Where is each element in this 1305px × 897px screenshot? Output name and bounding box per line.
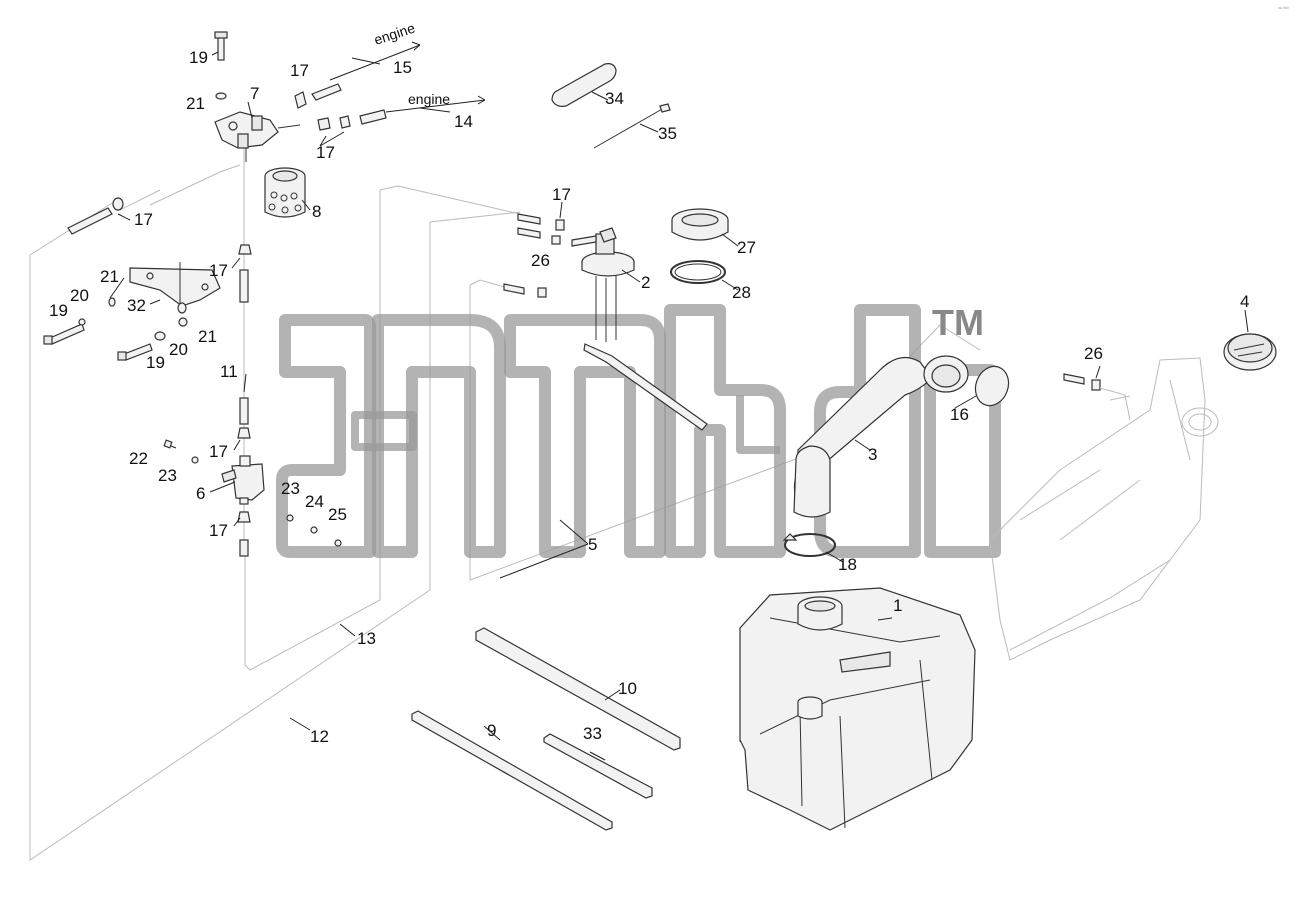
callout-11: 11 <box>220 362 238 381</box>
engine-label-top: engine <box>372 20 417 48</box>
callout-17-sender: 17 <box>552 185 571 204</box>
hose-14 <box>317 95 486 131</box>
callout-8: 8 <box>312 202 321 221</box>
callout-4: 4 <box>1240 292 1249 311</box>
callout-5: 5 <box>588 535 597 554</box>
callout-3: 3 <box>868 445 877 464</box>
callout-17-bottom: 17 <box>209 521 228 540</box>
fuel-cap-4 <box>1223 333 1277 371</box>
callout-numbers: 1 2 3 4 5 6 7 8 9 10 11 12 13 14 15 16 1… <box>49 48 1249 746</box>
callout-24: 24 <box>305 492 324 511</box>
callout-25: 25 <box>328 505 347 524</box>
nut-25 <box>334 539 342 547</box>
callout-26-left: 26 <box>531 251 550 270</box>
nut-20 <box>154 331 166 341</box>
callout-12: 12 <box>310 727 329 746</box>
callout-23-left: 23 <box>158 466 177 485</box>
callout-23-right: 23 <box>281 479 300 498</box>
callout-33: 33 <box>583 724 602 743</box>
washer-24 <box>310 526 318 534</box>
callout-19-mid: 19 <box>146 353 165 372</box>
engine-label-mid: engine <box>408 91 450 107</box>
inline-filter-6 <box>221 455 265 557</box>
callout-14: 14 <box>454 112 473 131</box>
bolt-19-top <box>214 31 228 61</box>
filler-neck-3 <box>793 355 969 518</box>
washer-21-left <box>108 297 116 307</box>
bolt-19-mid <box>117 343 153 361</box>
watermark-logo <box>276 304 1001 558</box>
fuel-line-11 <box>237 244 252 439</box>
watermark-trademark: TM <box>932 302 984 343</box>
callout-32: 32 <box>127 296 146 315</box>
callout-18: 18 <box>838 555 857 574</box>
callout-17-hose: 17 <box>134 210 153 229</box>
callout-27: 27 <box>737 238 756 257</box>
filter-element-8 <box>264 167 306 218</box>
chassis-ghost <box>989 357 1219 661</box>
nut-32 <box>177 302 187 314</box>
callout-26-right: 26 <box>1084 344 1103 363</box>
callout-21-top: 21 <box>186 94 205 113</box>
fuel-filter-head <box>214 111 301 162</box>
callout-9: 9 <box>487 721 496 740</box>
callout-20-mid: 20 <box>169 340 188 359</box>
callout-2: 2 <box>641 273 650 292</box>
cable-tie-35 <box>593 103 671 149</box>
callout-10: 10 <box>618 679 637 698</box>
hoses-upper-17 <box>517 213 597 247</box>
cap-16 <box>974 365 1010 407</box>
bolt-22 <box>163 439 177 449</box>
corner-mark: ᵃᵃ ᵇᵇᵇ <box>1278 6 1289 12</box>
fuel-tank-1 <box>739 587 976 831</box>
vent-line-upper <box>119 164 241 211</box>
hose-26-right <box>1063 373 1131 421</box>
callout-17-filter: 17 <box>316 143 335 162</box>
callout-20-left: 20 <box>70 286 89 305</box>
callout-17-inline: 17 <box>209 442 228 461</box>
callout-21-right: 21 <box>198 327 217 346</box>
callout-22: 22 <box>129 449 148 468</box>
washer-21-right <box>178 317 188 327</box>
hose-26-left <box>503 283 547 298</box>
callout-17-top: 17 <box>290 61 309 80</box>
leader-lines <box>109 51 1249 761</box>
callout-17-line: 17 <box>209 261 228 280</box>
callout-34: 34 <box>605 89 624 108</box>
fuel-line-12 <box>29 197 521 861</box>
washer-23-left <box>191 456 199 464</box>
hose-34 <box>551 63 617 107</box>
callout-15: 15 <box>393 58 412 77</box>
callout-21-left: 21 <box>100 267 119 286</box>
callout-7: 7 <box>250 84 259 103</box>
hose-clamp-18 <box>782 533 836 557</box>
washer-21-top <box>215 92 227 100</box>
callout-19-left: 19 <box>49 301 68 320</box>
callout-13: 13 <box>357 629 376 648</box>
callout-28: 28 <box>732 283 751 302</box>
callout-35: 35 <box>658 124 677 143</box>
callout-1: 1 <box>893 596 902 615</box>
hose-left-17 <box>67 197 124 235</box>
strap-9 <box>411 710 613 831</box>
callout-6: 6 <box>196 484 205 503</box>
bracket-32 <box>129 262 221 307</box>
filler-cap-27 <box>671 208 729 241</box>
callout-16: 16 <box>950 405 969 424</box>
clamp-17-top <box>294 91 307 109</box>
washer-23-right <box>286 514 294 522</box>
strap-33 <box>543 733 653 799</box>
fuel-sender-2 <box>581 227 708 431</box>
seal-ring-28 <box>670 260 726 284</box>
washer-20-left <box>78 318 86 326</box>
strap-10 <box>475 627 681 751</box>
bolt-19-left <box>43 323 85 345</box>
callout-19-top: 19 <box>189 48 208 67</box>
